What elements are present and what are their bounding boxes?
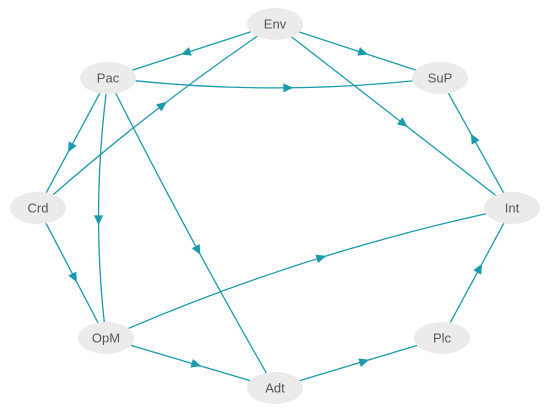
- arrowhead-icon: [315, 254, 327, 264]
- arrowhead-icon: [156, 101, 167, 112]
- arrowhead-icon: [190, 359, 202, 368]
- arrowhead-icon: [470, 133, 480, 145]
- node-ellipse: [412, 62, 468, 94]
- node-ellipse: [414, 322, 470, 354]
- edge-line: [299, 31, 416, 71]
- node-adt: Adt: [247, 372, 303, 404]
- edge-crd-to-env: [52, 35, 258, 196]
- edge-line: [52, 35, 258, 196]
- edge-pac-to-opm: [94, 93, 107, 323]
- edge-opm-to-adt: [130, 344, 251, 382]
- edge-line: [130, 344, 251, 382]
- node-opm: OpM: [78, 322, 134, 354]
- edge-line: [128, 213, 487, 330]
- node-label: Adt: [265, 381, 285, 396]
- edge-line: [135, 80, 413, 89]
- node-ellipse: [78, 322, 134, 354]
- edge-line: [299, 344, 418, 382]
- edge-env-to-pac: [132, 31, 251, 71]
- arrowhead-icon: [180, 47, 192, 56]
- node-sup: SuP: [412, 62, 468, 94]
- arrowhead-icon: [68, 271, 77, 283]
- edge-int-to-sup: [447, 92, 505, 194]
- edge-env-to-int: [291, 36, 496, 196]
- node-label: OpM: [92, 331, 120, 346]
- arrowhead-icon: [358, 358, 370, 367]
- edge-line: [449, 222, 505, 324]
- node-pac: Pac: [80, 62, 136, 94]
- edge-line: [132, 31, 251, 71]
- edge-opm-to-int: [128, 213, 487, 330]
- node-crd: Crd: [10, 192, 66, 224]
- arrowhead-icon: [473, 263, 483, 275]
- node-ellipse: [80, 62, 136, 94]
- edge-pac-to-crd: [45, 92, 101, 194]
- edge-plc-to-int: [449, 222, 505, 324]
- node-ellipse: [247, 372, 303, 404]
- arrowhead-icon: [396, 117, 408, 127]
- arrowhead-icon: [357, 47, 369, 56]
- edge-pac-to-adt: [115, 93, 267, 374]
- edge-line: [45, 223, 99, 323]
- node-label: SuP: [428, 71, 453, 86]
- edge-line: [447, 92, 505, 194]
- arrowhead-icon: [283, 83, 294, 93]
- node-ellipse: [10, 192, 66, 224]
- edge-line: [291, 36, 496, 196]
- edge-line: [115, 93, 267, 374]
- arrowhead-icon: [94, 215, 104, 226]
- edge-line: [45, 92, 101, 194]
- node-env: Env: [247, 8, 303, 40]
- edge-line: [97, 93, 107, 323]
- node-plc: Plc: [414, 322, 470, 354]
- node-label: Int: [505, 201, 520, 216]
- node-int: Int: [484, 192, 540, 224]
- arrowhead-icon: [67, 141, 77, 153]
- edge-crd-to-opm: [45, 223, 99, 323]
- edges-layer: [45, 31, 505, 382]
- node-label: Env: [264, 17, 287, 32]
- node-ellipse: [247, 8, 303, 40]
- arrowhead-icon: [191, 243, 201, 255]
- node-label: Crd: [28, 201, 49, 216]
- node-ellipse: [484, 192, 540, 224]
- edge-pac-to-sup: [135, 80, 413, 93]
- node-label: Pac: [97, 71, 120, 86]
- node-label: Plc: [433, 331, 452, 346]
- edge-adt-to-plc: [299, 344, 418, 382]
- edge-env-to-sup: [299, 31, 416, 71]
